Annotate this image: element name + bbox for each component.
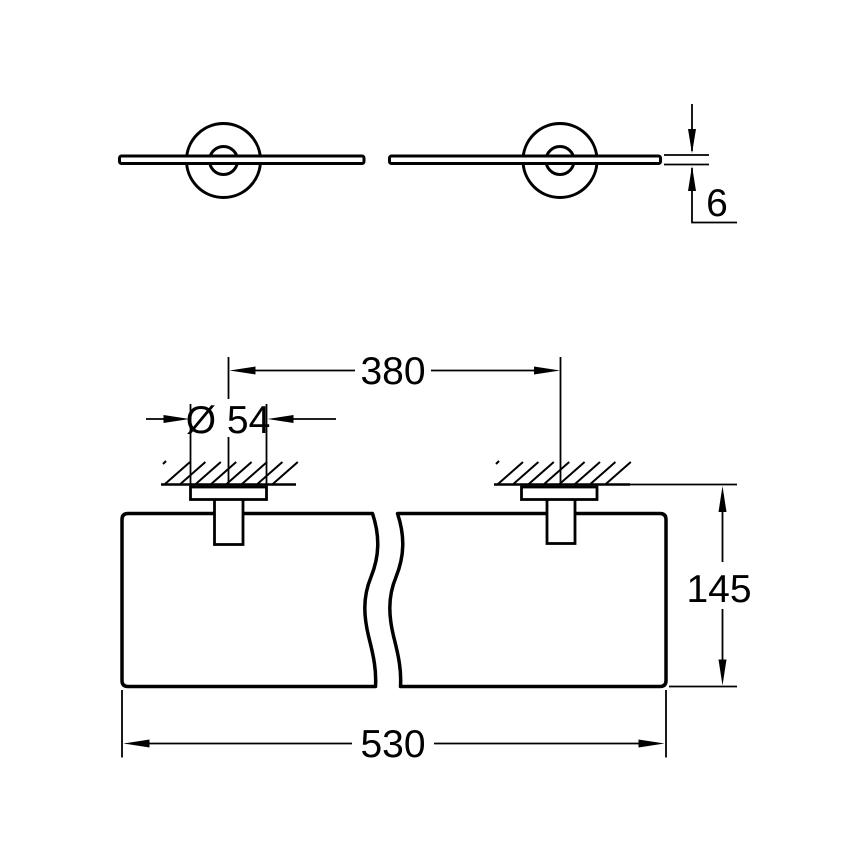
dimension-fixing-centres: 380 (227, 350, 562, 484)
bracket-left-stem (213, 497, 245, 546)
dimension-overall-depth: 145 (628, 483, 752, 688)
shelf-right-half (388, 511, 668, 689)
dimension-label-glass-thickness: 6 (706, 182, 728, 225)
dimension-label-overall-depth: 145 (686, 568, 751, 611)
dimension-glass-thickness: 6 (664, 104, 737, 225)
bracket-left (189, 485, 268, 546)
dimension-label-rosette-diameter: Ø 54 (186, 399, 271, 442)
glass-shelf-front (120, 511, 668, 689)
bracket-right-flange (520, 485, 599, 501)
dimension-label-fixing-centres: 380 (360, 350, 425, 393)
wall-hatch-right (494, 460, 632, 486)
bracket-right (520, 485, 599, 545)
shelf-left-half (120, 511, 380, 689)
dimension-overall-width: 530 (121, 690, 667, 766)
bracket-right-stem (545, 497, 577, 545)
bracket-left-flange (189, 485, 268, 501)
front-view: 380 Ø 54 145 (120, 350, 752, 766)
dimension-rosette-diameter: Ø 54 (146, 399, 336, 484)
top-view: 6 (118, 104, 737, 225)
wall-hatch-left (161, 460, 299, 486)
dimension-label-overall-width: 530 (360, 723, 425, 766)
glass-edge (118, 154, 662, 165)
